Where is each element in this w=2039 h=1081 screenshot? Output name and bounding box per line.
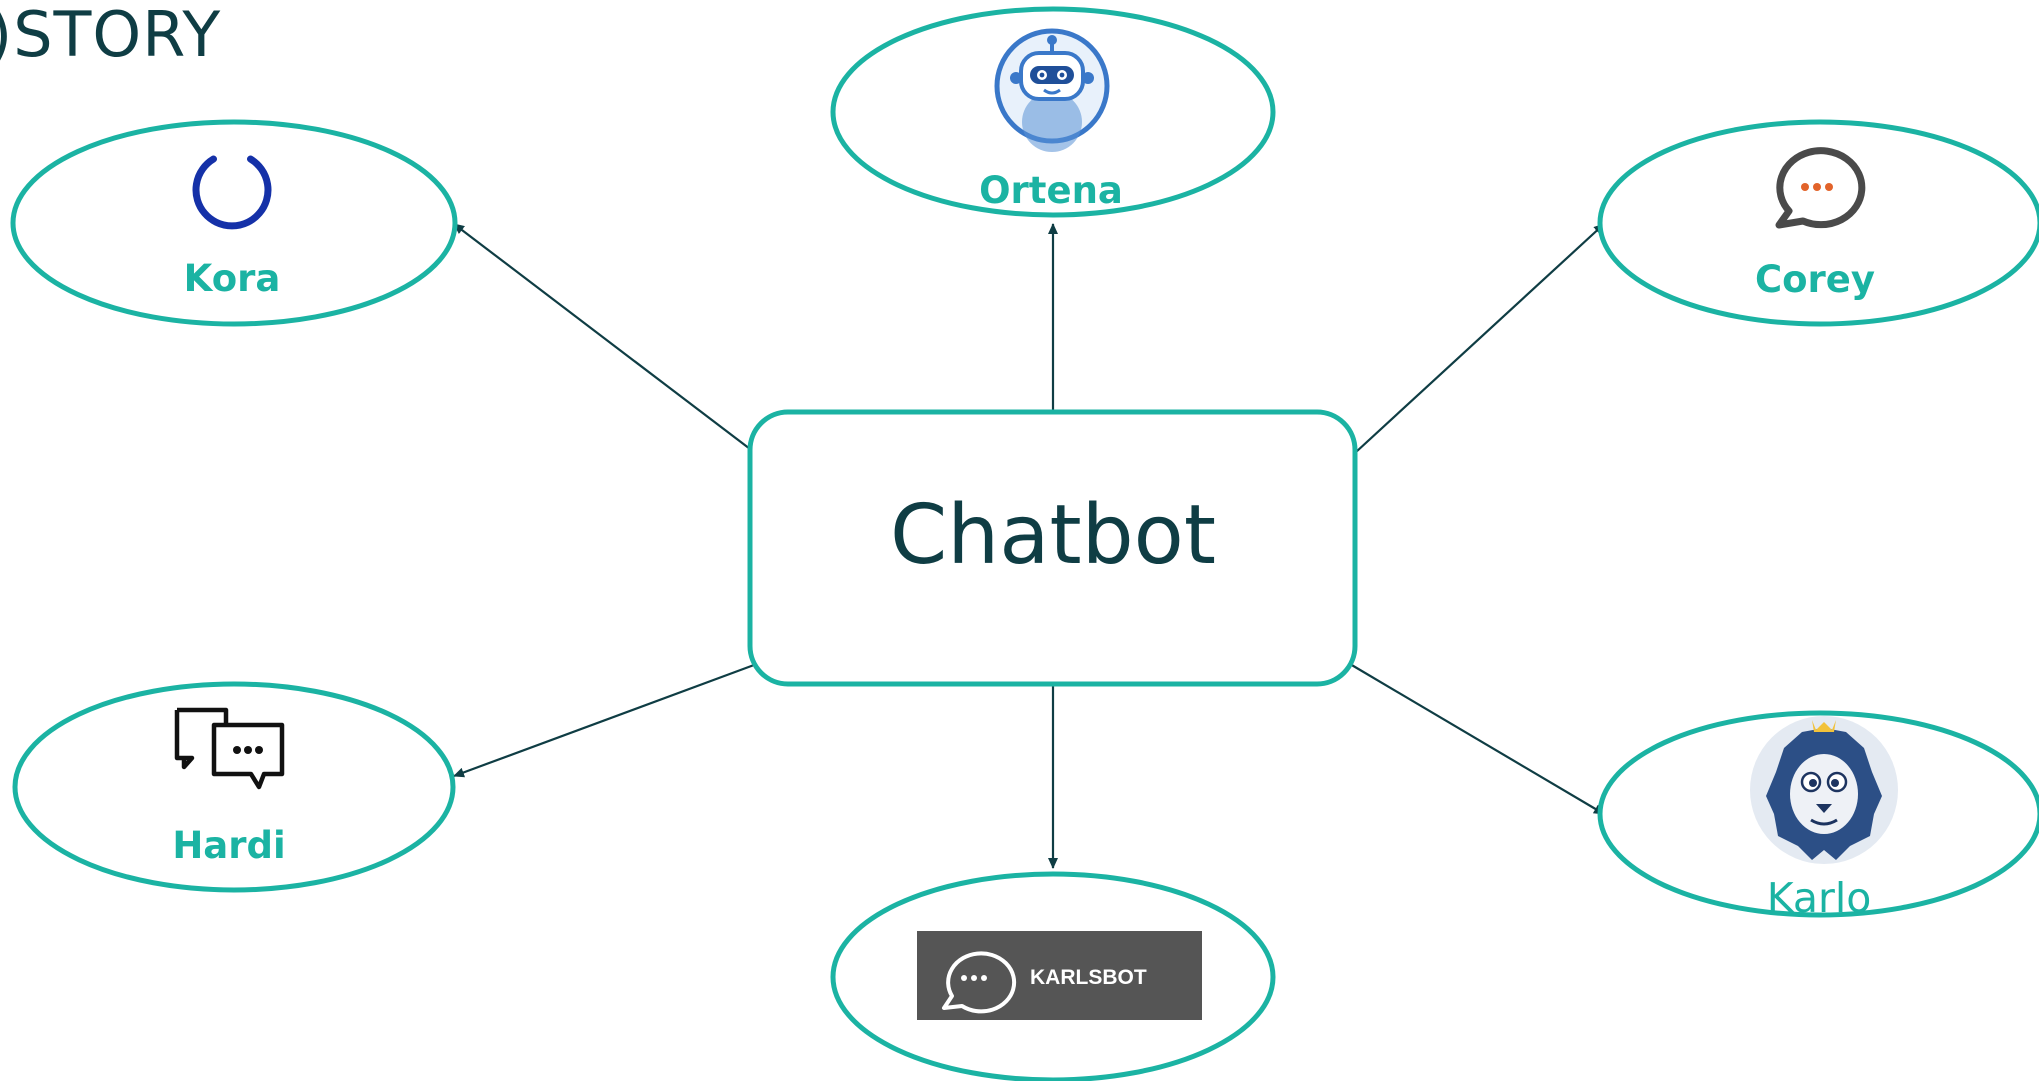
circle-ring-icon: [192, 155, 272, 230]
center-node: Chatbot: [747, 409, 1358, 687]
chat-bubbles-icon: [174, 707, 285, 790]
edge-to-hardi: [453, 663, 755, 778]
node-ortena-label: Ortena: [979, 169, 1123, 212]
chat-bubble-icon: [1775, 147, 1866, 229]
node-ortena: Ortena: [830, 6, 1276, 218]
node-karlsbot: KARLSBOT: [830, 871, 1276, 1081]
node-kora: Kora: [10, 119, 458, 327]
edge-to-karlo: [1349, 663, 1605, 815]
robot-avatar-icon: [994, 28, 1110, 152]
edge-to-corey: [1355, 223, 1605, 453]
node-hardi: Hardi: [12, 681, 456, 893]
node-kora-label: Kora: [184, 257, 281, 300]
node-hardi-label: Hardi: [172, 824, 285, 867]
page-heading: )STORY: [0, 0, 221, 71]
center-node-label: Chatbot: [890, 488, 1216, 583]
karlsbot-logo: KARLSBOT: [917, 931, 1202, 1020]
node-karlo: Karlo: [1597, 710, 2039, 922]
edges: [453, 223, 1605, 869]
node-corey: Corey: [1597, 119, 2039, 327]
karlsbot-logo-text: KARLSBOT: [1030, 966, 1147, 989]
lion-mascot-icon: [1750, 716, 1898, 864]
node-corey-label: Corey: [1755, 258, 1875, 301]
node-karlo-label: Karlo: [1767, 874, 1872, 922]
edge-to-kora: [453, 223, 755, 453]
